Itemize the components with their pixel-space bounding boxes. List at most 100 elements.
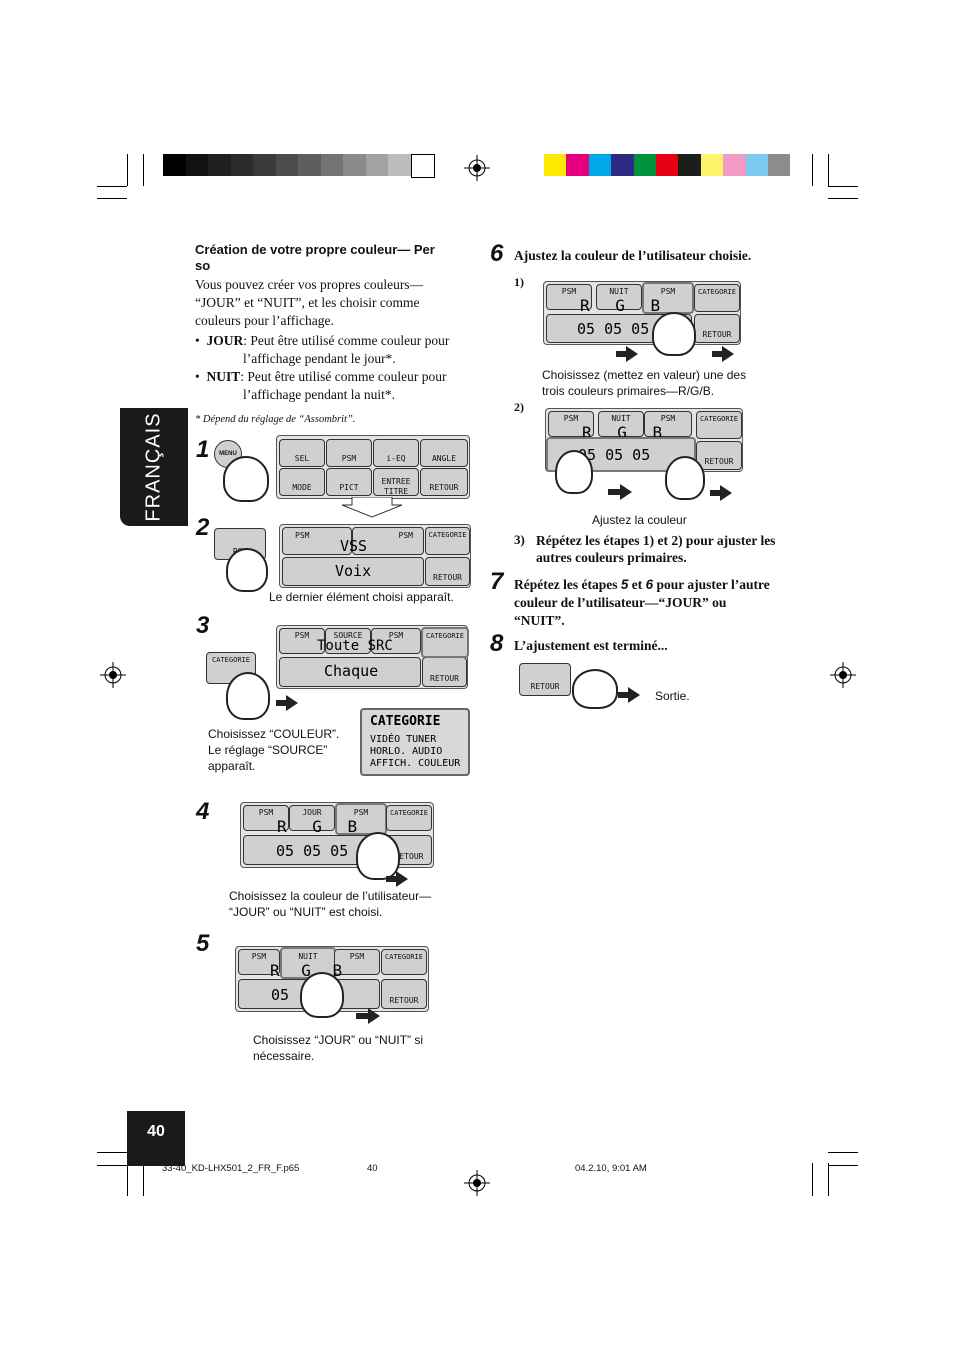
lcd-value: Toute SRC bbox=[317, 638, 393, 654]
psm-button-2[interactable]: PSM bbox=[352, 527, 424, 555]
crop-mark bbox=[828, 154, 829, 186]
nuit-button[interactable]: NUIT bbox=[598, 411, 644, 437]
categorie-button[interactable]: CATEGORIE bbox=[696, 411, 742, 439]
right-arrow-icon bbox=[286, 695, 298, 711]
right-arrow-icon bbox=[720, 485, 732, 501]
registration-target-icon bbox=[464, 155, 490, 181]
categorie-button[interactable]: CATEGORIE bbox=[694, 284, 740, 312]
arrow-stem bbox=[710, 490, 720, 496]
mode-button[interactable]: MODE bbox=[279, 468, 325, 496]
button-label: PSM bbox=[660, 287, 676, 296]
pict-button[interactable]: PICT bbox=[326, 468, 372, 496]
menu-button-label: MENU bbox=[219, 451, 237, 457]
psm-button[interactable]: PSM bbox=[548, 411, 594, 437]
color-bar bbox=[723, 154, 746, 176]
language-side-tab: FRANÇAIS bbox=[120, 408, 188, 526]
footnote: * Dépend du réglage de “Assombrit”. bbox=[195, 414, 356, 425]
button-label: CATEGORIE bbox=[390, 809, 428, 817]
angle-button[interactable]: ANGLE bbox=[420, 439, 468, 467]
footer-date: 04.2.10, 9:01 AM bbox=[575, 1163, 647, 1174]
bullet-jour: • JOUR: Peut être utilisé comme couleur … bbox=[195, 332, 470, 368]
bullet-text: : Peut être utilisé comme couleur pour l… bbox=[240, 369, 447, 402]
crop-mark bbox=[127, 1163, 128, 1196]
psm-screen: PSM PSM VSS CATEGORIE Voix RETOUR bbox=[279, 524, 471, 588]
psm-button[interactable]: PSM bbox=[282, 527, 352, 555]
step-number: 1 bbox=[196, 436, 210, 463]
hand-icon bbox=[223, 456, 269, 502]
hand-icon bbox=[356, 832, 400, 880]
psm-button-2[interactable]: PSM bbox=[334, 949, 380, 975]
color-bar bbox=[678, 154, 701, 176]
hand-icon bbox=[572, 669, 618, 709]
ieq-button[interactable]: i-EQ bbox=[373, 439, 419, 467]
crop-mark bbox=[143, 1163, 144, 1196]
psm-button[interactable]: PSM bbox=[546, 284, 592, 310]
button-label: RETOUR bbox=[429, 483, 459, 492]
button-label: CATEGORIE bbox=[385, 953, 423, 961]
retour-button[interactable]: RETOUR bbox=[420, 468, 468, 496]
step-ref: 5 bbox=[620, 577, 629, 592]
crop-mark bbox=[828, 198, 858, 199]
categorie-button[interactable]: CATEGORIE bbox=[425, 527, 470, 555]
button-label: ANGLE bbox=[431, 454, 457, 463]
lcd-value: Chaque bbox=[324, 662, 379, 680]
color-bar bbox=[611, 154, 634, 176]
psm-button-2[interactable]: PSM bbox=[371, 628, 421, 654]
retour-button[interactable]: RETOUR bbox=[381, 979, 427, 1009]
categorie-button[interactable]: CATEGORIE bbox=[386, 805, 432, 831]
rgb-labels: R G B bbox=[580, 296, 669, 315]
entree-titre-button[interactable]: ENTREE TITRE bbox=[373, 468, 419, 496]
button-label: CATEGORIE bbox=[698, 288, 736, 296]
retour-button[interactable]: RETOUR bbox=[694, 314, 740, 343]
hand-icon bbox=[226, 548, 268, 592]
button-label: RETOUR bbox=[530, 682, 560, 691]
button-label: RETOUR bbox=[704, 457, 734, 466]
adjust-screen-2: PSM NUIT PSM CATEGORIE R G B 05 05 05 RE… bbox=[545, 408, 743, 472]
retour-button[interactable]: RETOUR bbox=[696, 441, 742, 470]
menu-screen: SEL PSM i-EQ ANGLE MODE PICT ENTREE TITR… bbox=[276, 435, 470, 499]
button-label: MODE bbox=[292, 483, 312, 492]
retour-button[interactable]: RETOUR bbox=[425, 557, 470, 586]
value-selector[interactable]: Chaque bbox=[279, 657, 421, 687]
hand-icon bbox=[300, 972, 344, 1018]
psm-button[interactable]: PSM bbox=[279, 628, 325, 654]
step-number: 7 bbox=[490, 568, 504, 595]
source-button[interactable]: SOURCE bbox=[325, 628, 371, 654]
retour-button[interactable]: RETOUR bbox=[422, 657, 467, 687]
nuit-button[interactable]: NUIT bbox=[596, 284, 642, 310]
step-number: 8 bbox=[490, 630, 504, 657]
color-bar bbox=[768, 154, 791, 176]
intro-paragraph: Vous pouvez créer vos propres couleurs— … bbox=[195, 277, 424, 328]
retour-button[interactable]: RETOUR bbox=[519, 663, 571, 696]
button-label: RETOUR bbox=[430, 674, 459, 683]
psm-button-2[interactable]: PSM bbox=[644, 411, 692, 437]
button-label: PSM bbox=[341, 454, 357, 463]
categorie-button-highlighted[interactable]: CATEGORIE bbox=[421, 627, 469, 658]
color-bar bbox=[745, 154, 768, 176]
psm-button[interactable]: PSM bbox=[326, 439, 372, 467]
button-label: PSM bbox=[388, 631, 404, 640]
jour-button[interactable]: JOUR bbox=[289, 805, 335, 831]
button-label: SOURCE bbox=[333, 631, 363, 640]
arrow-stem bbox=[712, 351, 722, 357]
text-part: Répétez les étapes bbox=[514, 577, 621, 592]
psm-button[interactable]: PSM bbox=[243, 805, 289, 831]
button-label: ENTREE TITRE bbox=[381, 477, 411, 496]
step-caption: Choisissez (mettez en valeur) une des tr… bbox=[542, 368, 747, 398]
step-caption: Sortie. bbox=[655, 689, 690, 703]
button-label: CATEGORIE bbox=[700, 415, 738, 423]
sel-button[interactable]: SEL bbox=[279, 439, 325, 467]
psm-button[interactable]: PSM bbox=[238, 949, 280, 975]
step-number: 3 bbox=[196, 612, 210, 639]
value-selector[interactable]: Voix bbox=[282, 557, 424, 586]
categorie-button[interactable]: CATEGORIE bbox=[381, 949, 427, 975]
bullet-dot: • bbox=[195, 369, 207, 384]
gray-bar bbox=[163, 154, 186, 176]
button-label: PSM bbox=[349, 952, 365, 961]
hand-icon bbox=[652, 312, 696, 356]
color-bar bbox=[566, 154, 589, 176]
rgb-values: 05 05 05 bbox=[578, 446, 651, 464]
arrow-stem bbox=[276, 700, 286, 706]
adjust-screen-1: PSM NUIT PSM CATEGORIE R G B 05 05 05 RE… bbox=[543, 281, 741, 345]
